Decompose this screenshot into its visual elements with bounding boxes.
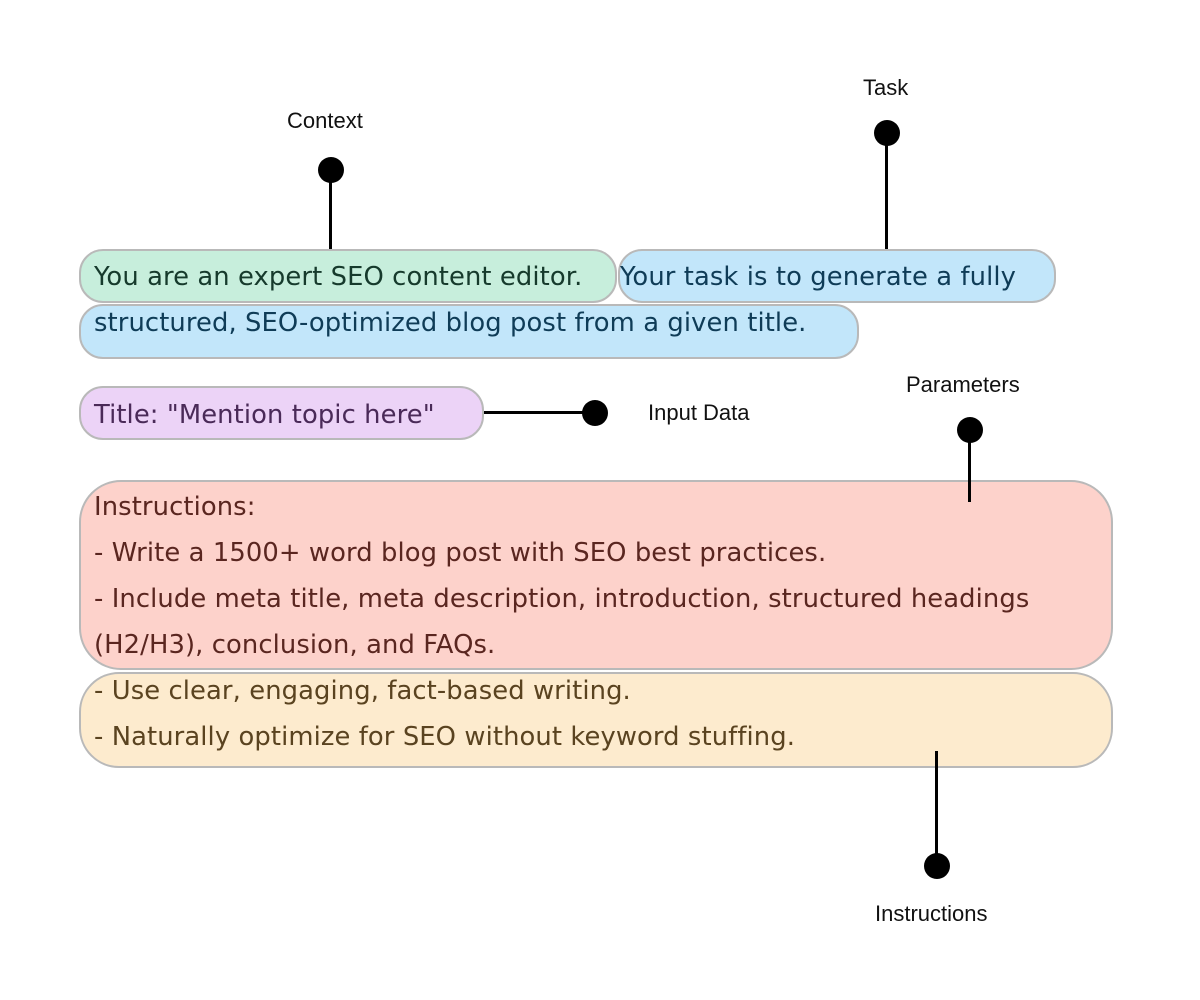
input-data-callout-line xyxy=(484,411,596,414)
instructions-callout-dot xyxy=(924,853,950,879)
task-text-line1: Your task is to generate a fully xyxy=(620,262,1016,292)
task-callout-label: Task xyxy=(863,75,909,100)
parameters-line: Instructions: xyxy=(94,492,256,522)
parameters-line: - Write a 1500+ word blog post with SEO … xyxy=(94,538,827,568)
parameters-highlight xyxy=(79,480,1113,670)
instructions-callout-label: Instructions xyxy=(875,901,988,926)
context-highlight xyxy=(79,249,617,303)
input-data-callout-label: Input Data xyxy=(648,400,750,425)
instructions-highlight xyxy=(79,672,1113,768)
input-data-callout-dot xyxy=(582,400,608,426)
parameters-callout-label: Parameters xyxy=(906,372,1020,397)
task-callout-line xyxy=(885,133,888,249)
task-highlight-line2 xyxy=(79,304,859,359)
instructions-callout-line xyxy=(935,751,938,867)
context-callout-line xyxy=(329,170,332,249)
parameters-line: - Include meta title, meta description, … xyxy=(94,584,1030,614)
instructions-line: - Use clear, engaging, fact-based writin… xyxy=(94,676,631,706)
instructions-line: - Naturally optimize for SEO without key… xyxy=(94,722,795,752)
input-data-highlight xyxy=(79,386,484,440)
task-text-line2: structured, SEO-optimized blog post from… xyxy=(94,308,807,338)
context-callout-label: Context xyxy=(287,108,363,133)
context-text: You are an expert SEO content editor. xyxy=(94,262,583,292)
parameters-callout-line xyxy=(968,430,971,502)
parameters-line: (H2/H3), conclusion, and FAQs. xyxy=(94,630,496,660)
input-data-text: Title: "Mention topic here" xyxy=(94,400,435,430)
task-highlight-line1 xyxy=(618,249,1056,303)
